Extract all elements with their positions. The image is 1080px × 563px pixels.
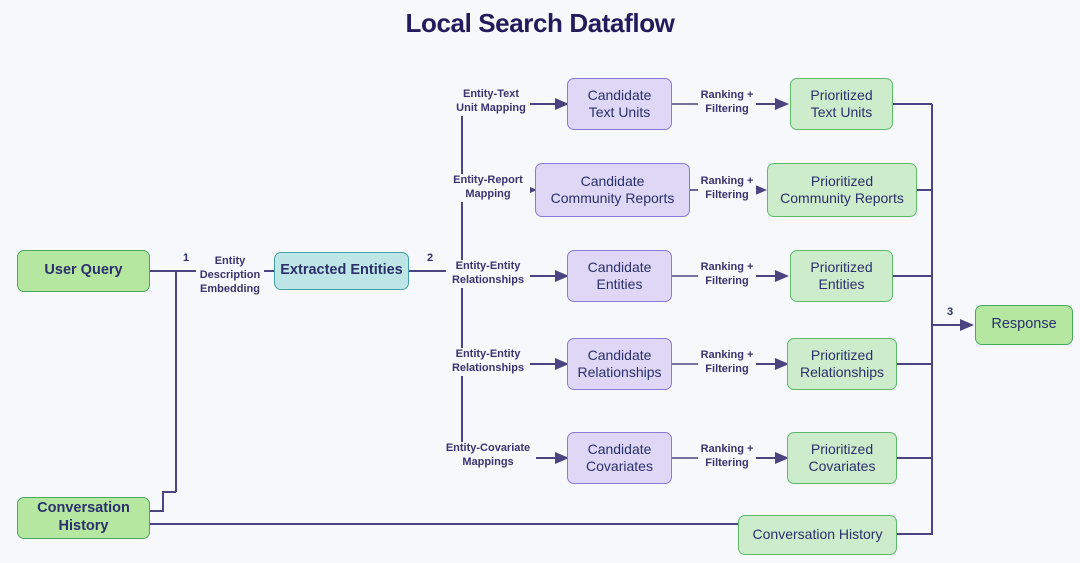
node-prioritized-entities[interactable]: Prioritized Entities xyxy=(790,250,893,302)
node-user-query[interactable]: User Query xyxy=(17,250,150,292)
node-extracted-entities[interactable]: Extracted Entities xyxy=(274,252,409,290)
edge-label-ranking-filtering-5: Ranking + Filtering xyxy=(698,443,756,471)
node-prioritized-text-units[interactable]: Prioritized Text Units xyxy=(790,78,893,130)
edge-label-entity-entity-relationships-1: Entity-Entity Relationships xyxy=(446,260,530,288)
node-candidate-community-reports[interactable]: Candidate Community Reports xyxy=(535,163,690,217)
edge-label-entity-entity-relationships-2: Entity-Entity Relationships xyxy=(446,348,530,376)
node-response[interactable]: Response xyxy=(975,305,1073,345)
edge-label-ranking-filtering-2: Ranking + Filtering xyxy=(698,175,756,203)
node-conversation-history-left[interactable]: Conversation History xyxy=(17,497,150,539)
edge-label-ranking-filtering-3: Ranking + Filtering xyxy=(698,261,756,289)
edge-conv-history-up xyxy=(150,491,176,512)
node-candidate-relationships[interactable]: Candidate Relationships xyxy=(567,338,672,390)
edge-label-entity-report-mapping: Entity-Report Mapping xyxy=(446,174,530,202)
edge-label-ranking-filtering-4: Ranking + Filtering xyxy=(698,349,756,377)
edge-label-entity-description-embedding: Entity Description Embedding xyxy=(196,255,264,297)
node-conversation-history-bottom[interactable]: Conversation History xyxy=(738,515,897,555)
node-prioritized-covariates[interactable]: Prioritized Covariates xyxy=(787,432,897,484)
node-candidate-entities[interactable]: Candidate Entities xyxy=(567,250,672,302)
edge-label-entity-text-unit-mapping: Entity-Text Unit Mapping xyxy=(452,88,530,116)
edge-label-ranking-filtering-1: Ranking + Filtering xyxy=(698,89,756,117)
edge-number-2: 2 xyxy=(427,252,434,264)
page-title: Local Search Dataflow xyxy=(405,8,675,38)
node-prioritized-relationships[interactable]: Prioritized Relationships xyxy=(787,338,897,390)
node-candidate-covariates[interactable]: Candidate Covariates xyxy=(567,432,672,484)
edge-label-entity-covariate-mappings: Entity-Covariate Mappings xyxy=(440,442,536,470)
node-candidate-text-units[interactable]: Candidate Text Units xyxy=(567,78,672,130)
edge-number-1: 1 xyxy=(183,252,190,264)
edge-number-3: 3 xyxy=(947,306,954,318)
node-prioritized-community-reports[interactable]: Prioritized Community Reports xyxy=(767,163,917,217)
